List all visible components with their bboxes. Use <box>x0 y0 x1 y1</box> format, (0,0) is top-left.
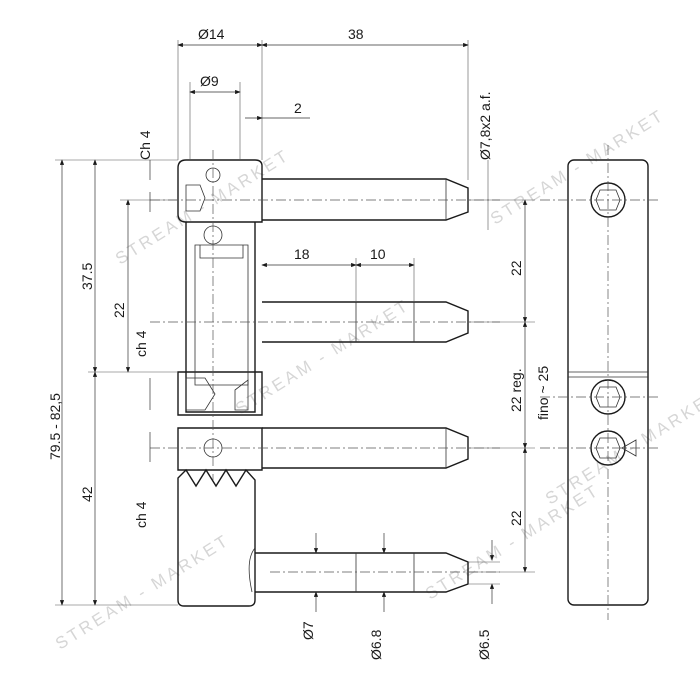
watermark-5: STREAM - MARKET <box>422 480 603 603</box>
watermark-6: STREAM - MARKET <box>542 385 700 508</box>
upper-pin <box>262 178 469 221</box>
lower-knuckle <box>177 427 263 471</box>
dim-37-5: 37.5 <box>79 263 95 290</box>
dim-42: 42 <box>79 486 95 502</box>
inner-leaf-outline <box>194 244 249 386</box>
dim-22-left: 22 <box>111 302 127 318</box>
dim-22-right-bottom: 22 <box>508 510 524 526</box>
front-view <box>150 150 500 607</box>
upper-leaf <box>185 222 256 413</box>
dim-ch4-mid: ch 4 <box>133 330 149 357</box>
dim-10: 10 <box>370 246 386 262</box>
mid-hex-ball <box>234 379 249 411</box>
middle-knuckle <box>177 371 263 416</box>
dim-79: 79.5 - 82,5 <box>47 393 63 460</box>
top-knuckle <box>177 159 263 223</box>
dim-22-right-top: 22 <box>508 260 524 276</box>
dim-d7: Ø7 <box>300 621 316 640</box>
dim-2: 2 <box>294 100 302 116</box>
dim-22-reg: 22 reg. <box>508 368 524 412</box>
dim-ch4-low: ch 4 <box>133 501 149 528</box>
dim-d14: Ø14 <box>198 26 225 42</box>
watermark-4: STREAM - MARKET <box>487 105 668 228</box>
dim-fino: fino ~ 25 <box>535 366 551 420</box>
dim-ch4-top: Ch 4 <box>137 130 153 160</box>
dim-d6-5: Ø6.5 <box>476 629 492 660</box>
watermark-1: STREAM - MARKET <box>112 145 293 268</box>
dimension-lines <box>55 40 535 612</box>
bottom-body <box>177 468 256 607</box>
dim-18: 18 <box>294 246 310 262</box>
top-hex-socket <box>185 184 206 212</box>
mid-hex-socket <box>185 377 216 411</box>
watermark-2: STREAM - MARKET <box>232 295 413 418</box>
dim-af: Ø7,8x2 a.f. <box>477 92 493 160</box>
dim-38: 38 <box>348 26 364 42</box>
dim-d6-8: Ø6.8 <box>368 629 384 660</box>
lower-pin <box>262 427 469 469</box>
watermark-3: STREAM - MARKET <box>52 530 233 653</box>
watermark-group: STREAM - MARKET STREAM - MARKET STREAM -… <box>52 105 700 653</box>
side-view <box>540 145 660 620</box>
inner-leaf-chamfer <box>199 245 244 259</box>
dimension-labels: Ø14 38 Ø9 2 Ø7,8x2 a.f. Ch 4 37.5 22 ch … <box>47 26 551 660</box>
bottom-curve <box>248 547 256 593</box>
dim-d9: Ø9 <box>200 73 219 89</box>
